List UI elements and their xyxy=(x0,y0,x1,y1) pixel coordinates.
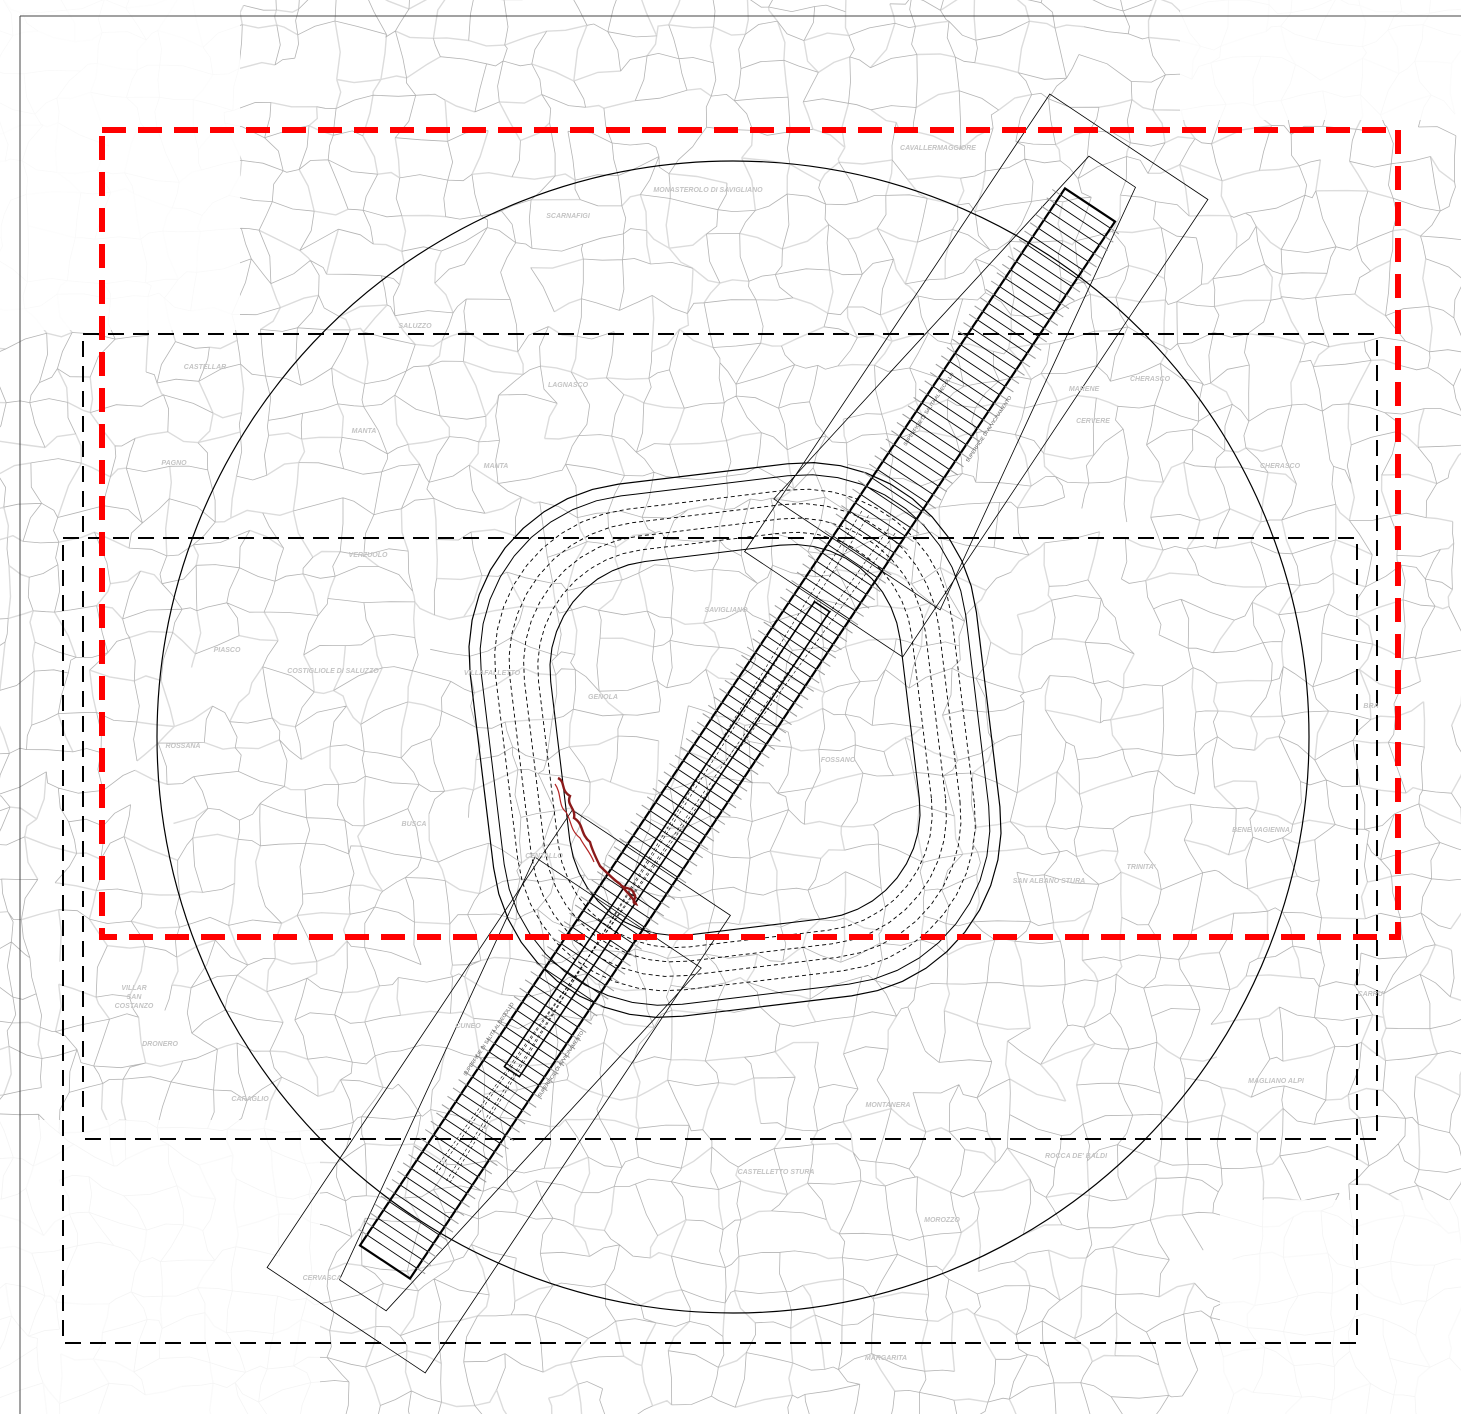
town-label: CERVERE xyxy=(1076,418,1110,425)
town-label: MARENE xyxy=(1069,386,1100,393)
town-label: PIASCO xyxy=(214,647,241,654)
primary-frame xyxy=(99,127,1401,940)
outer-horizontal-surface xyxy=(468,461,1002,1019)
town-label: CHERASCO xyxy=(1260,463,1301,470)
runway xyxy=(503,600,831,1078)
town-label: CASTELLETTO STURA xyxy=(738,1169,815,1176)
conical-surface-circle xyxy=(156,160,1310,1314)
map-edge-mask-tl xyxy=(0,0,240,330)
town-label: DRONERO xyxy=(142,1041,178,1048)
town-label: SCARNAFIGI xyxy=(546,213,591,220)
town-label: COSTANZO xyxy=(115,1003,154,1010)
runway-cross-ticks xyxy=(366,194,1111,1269)
town-label: MONTANERA xyxy=(866,1102,911,1109)
runway-strip xyxy=(358,186,1117,1281)
runway-side-ticks xyxy=(358,189,1120,1275)
runway-guide-line-3 xyxy=(432,533,896,1173)
approach-surface-sw xyxy=(338,856,702,1312)
track-line-2 xyxy=(554,783,595,863)
town-label: CAVALLERMAGGIORE xyxy=(900,145,976,152)
town-label: LAGNASCO xyxy=(548,382,589,389)
town-label: CENTALLO xyxy=(525,853,563,860)
town-label: SAN ALBANO STURA xyxy=(1013,878,1085,885)
town-label: TRINITA' xyxy=(1127,864,1156,871)
horizontal-surface-4 xyxy=(508,503,962,977)
town-label: SALUZZO xyxy=(398,323,432,330)
map-edge-mask-bl xyxy=(0,1120,320,1414)
horizontal-surface-2 xyxy=(479,474,991,1006)
town-label: BENE VAGIENNA xyxy=(1232,827,1290,834)
town-label: VERZUOLO xyxy=(349,552,388,559)
runway-guide-line-2 xyxy=(446,515,869,1181)
town-label: BUSCA xyxy=(402,821,427,828)
town-label: ROSSANA xyxy=(165,743,200,750)
town-label: CERVASCA xyxy=(303,1275,342,1282)
approach-surface-ne xyxy=(773,155,1137,611)
horizontal-surface-5 xyxy=(523,517,947,963)
town-label: VILLAR xyxy=(121,985,146,992)
town-label: CARAGLIO xyxy=(231,1096,269,1103)
town-label: VILLAFALLETTO xyxy=(464,670,521,677)
town-label: PAGNO xyxy=(161,460,187,467)
town-label: MOROZZO xyxy=(924,1217,960,1224)
town-label: SAVIGLIANO xyxy=(704,607,748,614)
town-label: BRA xyxy=(1363,703,1378,710)
inner-horizontal-surface xyxy=(549,543,921,937)
town-label: FOSSANO xyxy=(821,757,856,764)
town-label: MARGARITA xyxy=(865,1355,907,1362)
map-edge-mask-tr xyxy=(1180,0,1461,120)
runway-guide-line-4 xyxy=(449,510,863,1184)
town-label: SAN xyxy=(127,994,143,1001)
town-label: MANTA xyxy=(484,463,509,470)
town-label: MONASTEROLO DI SAVIGLIANO xyxy=(653,187,763,194)
town-label: COSTIGLIOLE DI SALUZZO xyxy=(287,668,379,675)
town-label: MAGLIANO ALPI xyxy=(1248,1078,1305,1085)
town-label: CHERASCO xyxy=(1130,376,1171,383)
town-labels: CAVALLERMAGGIORE MONASTEROLO DI SAVIGLIAN… xyxy=(115,145,1385,1362)
town-label: GENOLA xyxy=(588,694,618,701)
horizontal-surface-3 xyxy=(494,488,976,992)
town-label: CARRU' xyxy=(1358,991,1385,998)
town-label: MANTA xyxy=(352,428,377,435)
runway-guide-line-1 xyxy=(436,528,889,1175)
track-line xyxy=(557,776,639,907)
town-label: ROCCA DE' BALDI xyxy=(1045,1153,1108,1160)
town-label: CASTELLAR xyxy=(184,364,226,371)
secondary-frame-1 xyxy=(82,333,1378,1140)
horizontal-surface-6 xyxy=(537,531,933,949)
takeoff-surface-ne xyxy=(744,93,1209,658)
town-label: CUNEO xyxy=(455,1023,481,1030)
map-edge-mask-br xyxy=(1220,1200,1461,1414)
runway-surface-label: SUPERFICIE DI SALITA AL DECOLLO xyxy=(463,1002,516,1078)
